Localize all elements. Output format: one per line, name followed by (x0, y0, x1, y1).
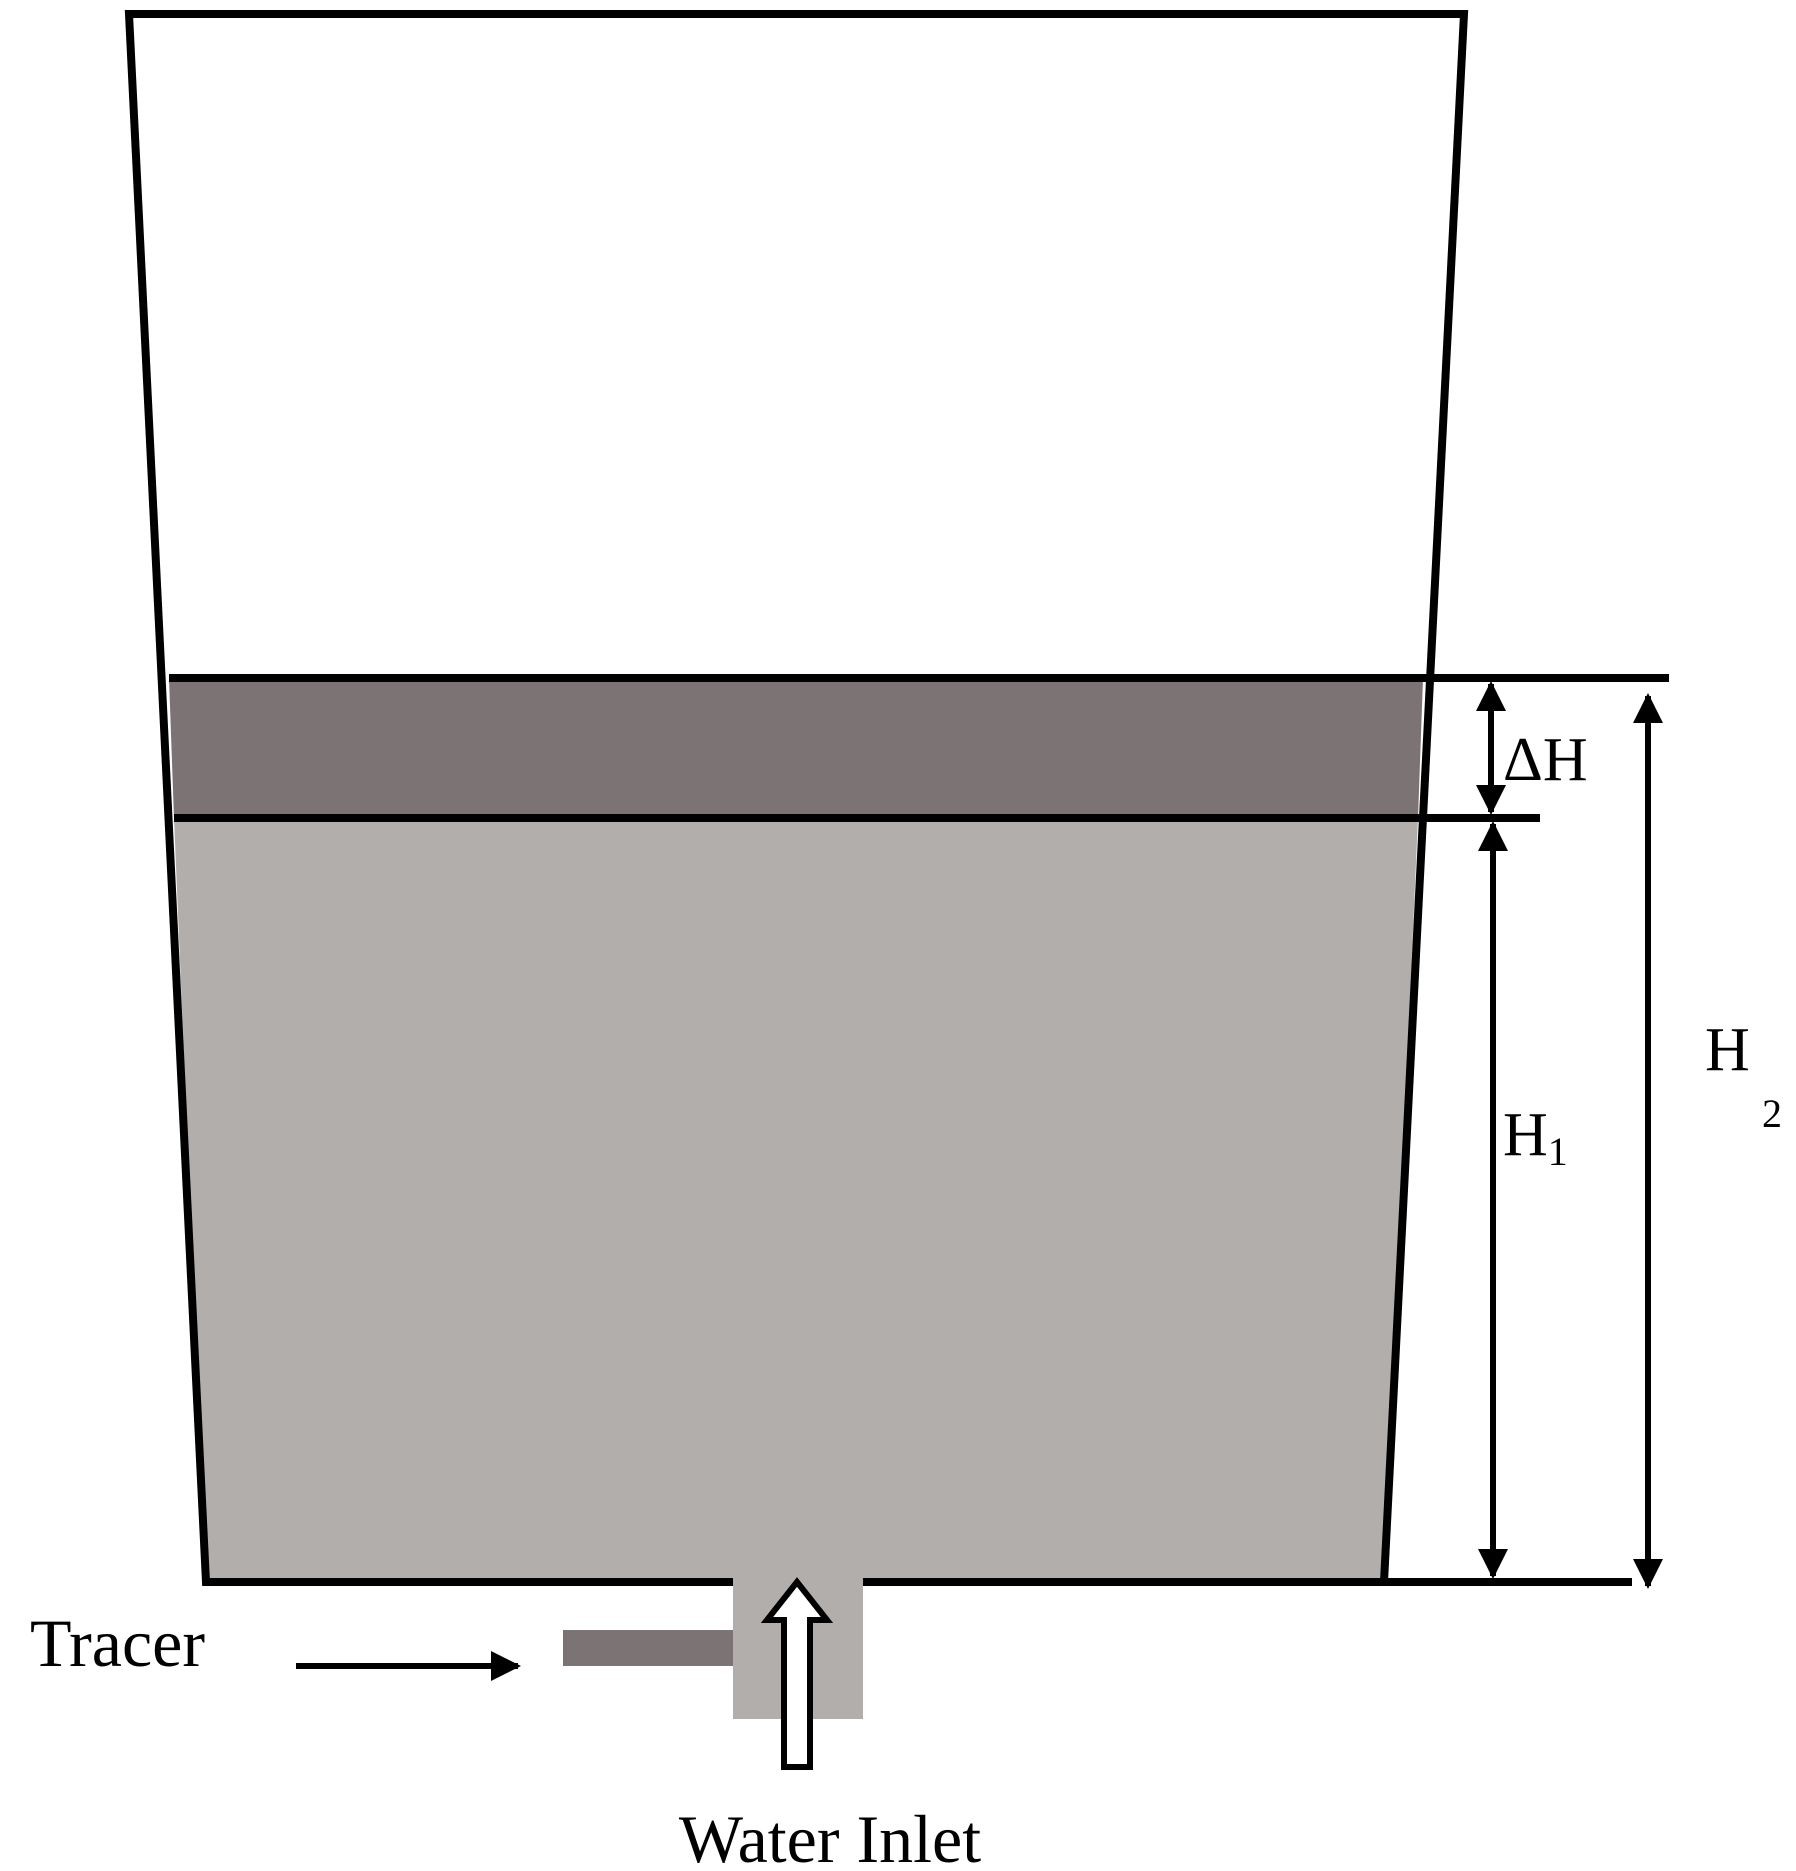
tracer-label: Tracer (30, 1605, 205, 1681)
delta-h-label: ΔH (1503, 726, 1588, 794)
tracer-pipe (563, 1630, 733, 1666)
water-inlet-label: Water Inlet (679, 1801, 981, 1871)
water-inlet-arrow (760, 1577, 834, 1770)
h2-letter-label: H (1705, 1016, 1750, 1084)
h2-subscript-label: 2 (1762, 1091, 1782, 1136)
delta-h-letter: H (1543, 726, 1588, 794)
delta-symbol: Δ (1503, 726, 1543, 794)
h1-subscript: 1 (1548, 1129, 1568, 1174)
h1-letter: H (1503, 1101, 1548, 1169)
top-layer-region (169, 678, 1423, 818)
h1-label: H1 (1503, 1101, 1568, 1174)
bed-region (174, 818, 1418, 1582)
